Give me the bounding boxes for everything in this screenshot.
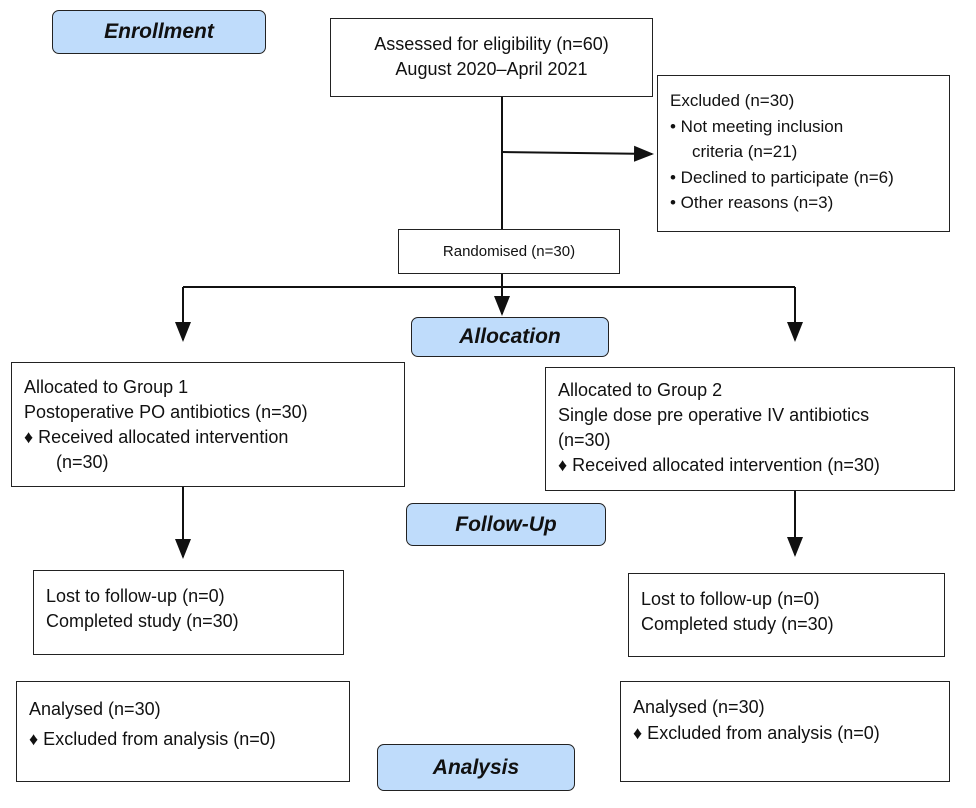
followup2-lost: Lost to follow-up (n=0) — [641, 589, 820, 609]
group1-received-count: (n=30) — [56, 452, 109, 472]
stage-allocation: Allocation — [411, 317, 609, 357]
analysis1-excluded: ♦ Excluded from analysis (n=0) — [29, 729, 276, 749]
excluded-item: • Declined to participate (n=6) — [670, 167, 894, 187]
followup1-lost: Lost to follow-up (n=0) — [46, 586, 225, 606]
analysis2-excluded: ♦ Excluded from analysis (n=0) — [633, 723, 880, 743]
followup1-completed: Completed study (n=30) — [46, 611, 239, 631]
excluded-item: • Other reasons (n=3) — [670, 193, 834, 212]
assessed-count: Assessed for eligibility (n=60) — [374, 34, 609, 54]
excluded-item: criteria (n=21) — [692, 142, 798, 161]
stage-follow-up: Follow-Up — [406, 503, 606, 546]
group2-title: Allocated to Group 2 — [558, 380, 723, 400]
group2-received: ♦ Received allocated intervention (n=30) — [558, 455, 880, 475]
group1-intervention: Postoperative PO antibiotics (n=30) — [24, 402, 308, 422]
stage-enrollment: Enrollment — [52, 10, 266, 54]
arrow-excluded — [501, 145, 654, 162]
group2-count: (n=30) — [558, 430, 611, 450]
randomised-box: Randomised (n=30) — [398, 229, 620, 274]
analysis1-analysed: Analysed (n=30) — [29, 699, 161, 719]
followup1-box: Lost to follow-up (n=0) Completed study … — [33, 570, 344, 655]
assessed-box: Assessed for eligibility (n=60) August 2… — [330, 18, 653, 97]
analysis1-box: Analysed (n=30) ♦ Excluded from analysis… — [16, 681, 350, 782]
group1-box: Allocated to Group 1 Postoperative PO an… — [11, 362, 405, 487]
excluded-box: Excluded (n=30) • Not meeting inclusion … — [657, 75, 950, 232]
excluded-title: Excluded (n=30) — [670, 91, 795, 110]
stage-analysis: Analysis — [377, 744, 575, 791]
followup2-completed: Completed study (n=30) — [641, 614, 834, 634]
group2-box: Allocated to Group 2 Single dose pre ope… — [545, 367, 955, 491]
group2-intervention: Single dose pre operative IV antibiotics — [558, 405, 870, 425]
analysis2-analysed: Analysed (n=30) — [633, 697, 765, 717]
group1-received: ♦ Received allocated intervention — [24, 427, 289, 447]
excluded-item: • Not meeting inclusion — [670, 116, 844, 136]
assessed-period: August 2020–April 2021 — [395, 59, 588, 79]
followup2-box: Lost to follow-up (n=0) Completed study … — [628, 573, 945, 657]
analysis2-box: Analysed (n=30) ♦ Excluded from analysis… — [620, 681, 950, 782]
group1-title: Allocated to Group 1 — [24, 377, 189, 397]
